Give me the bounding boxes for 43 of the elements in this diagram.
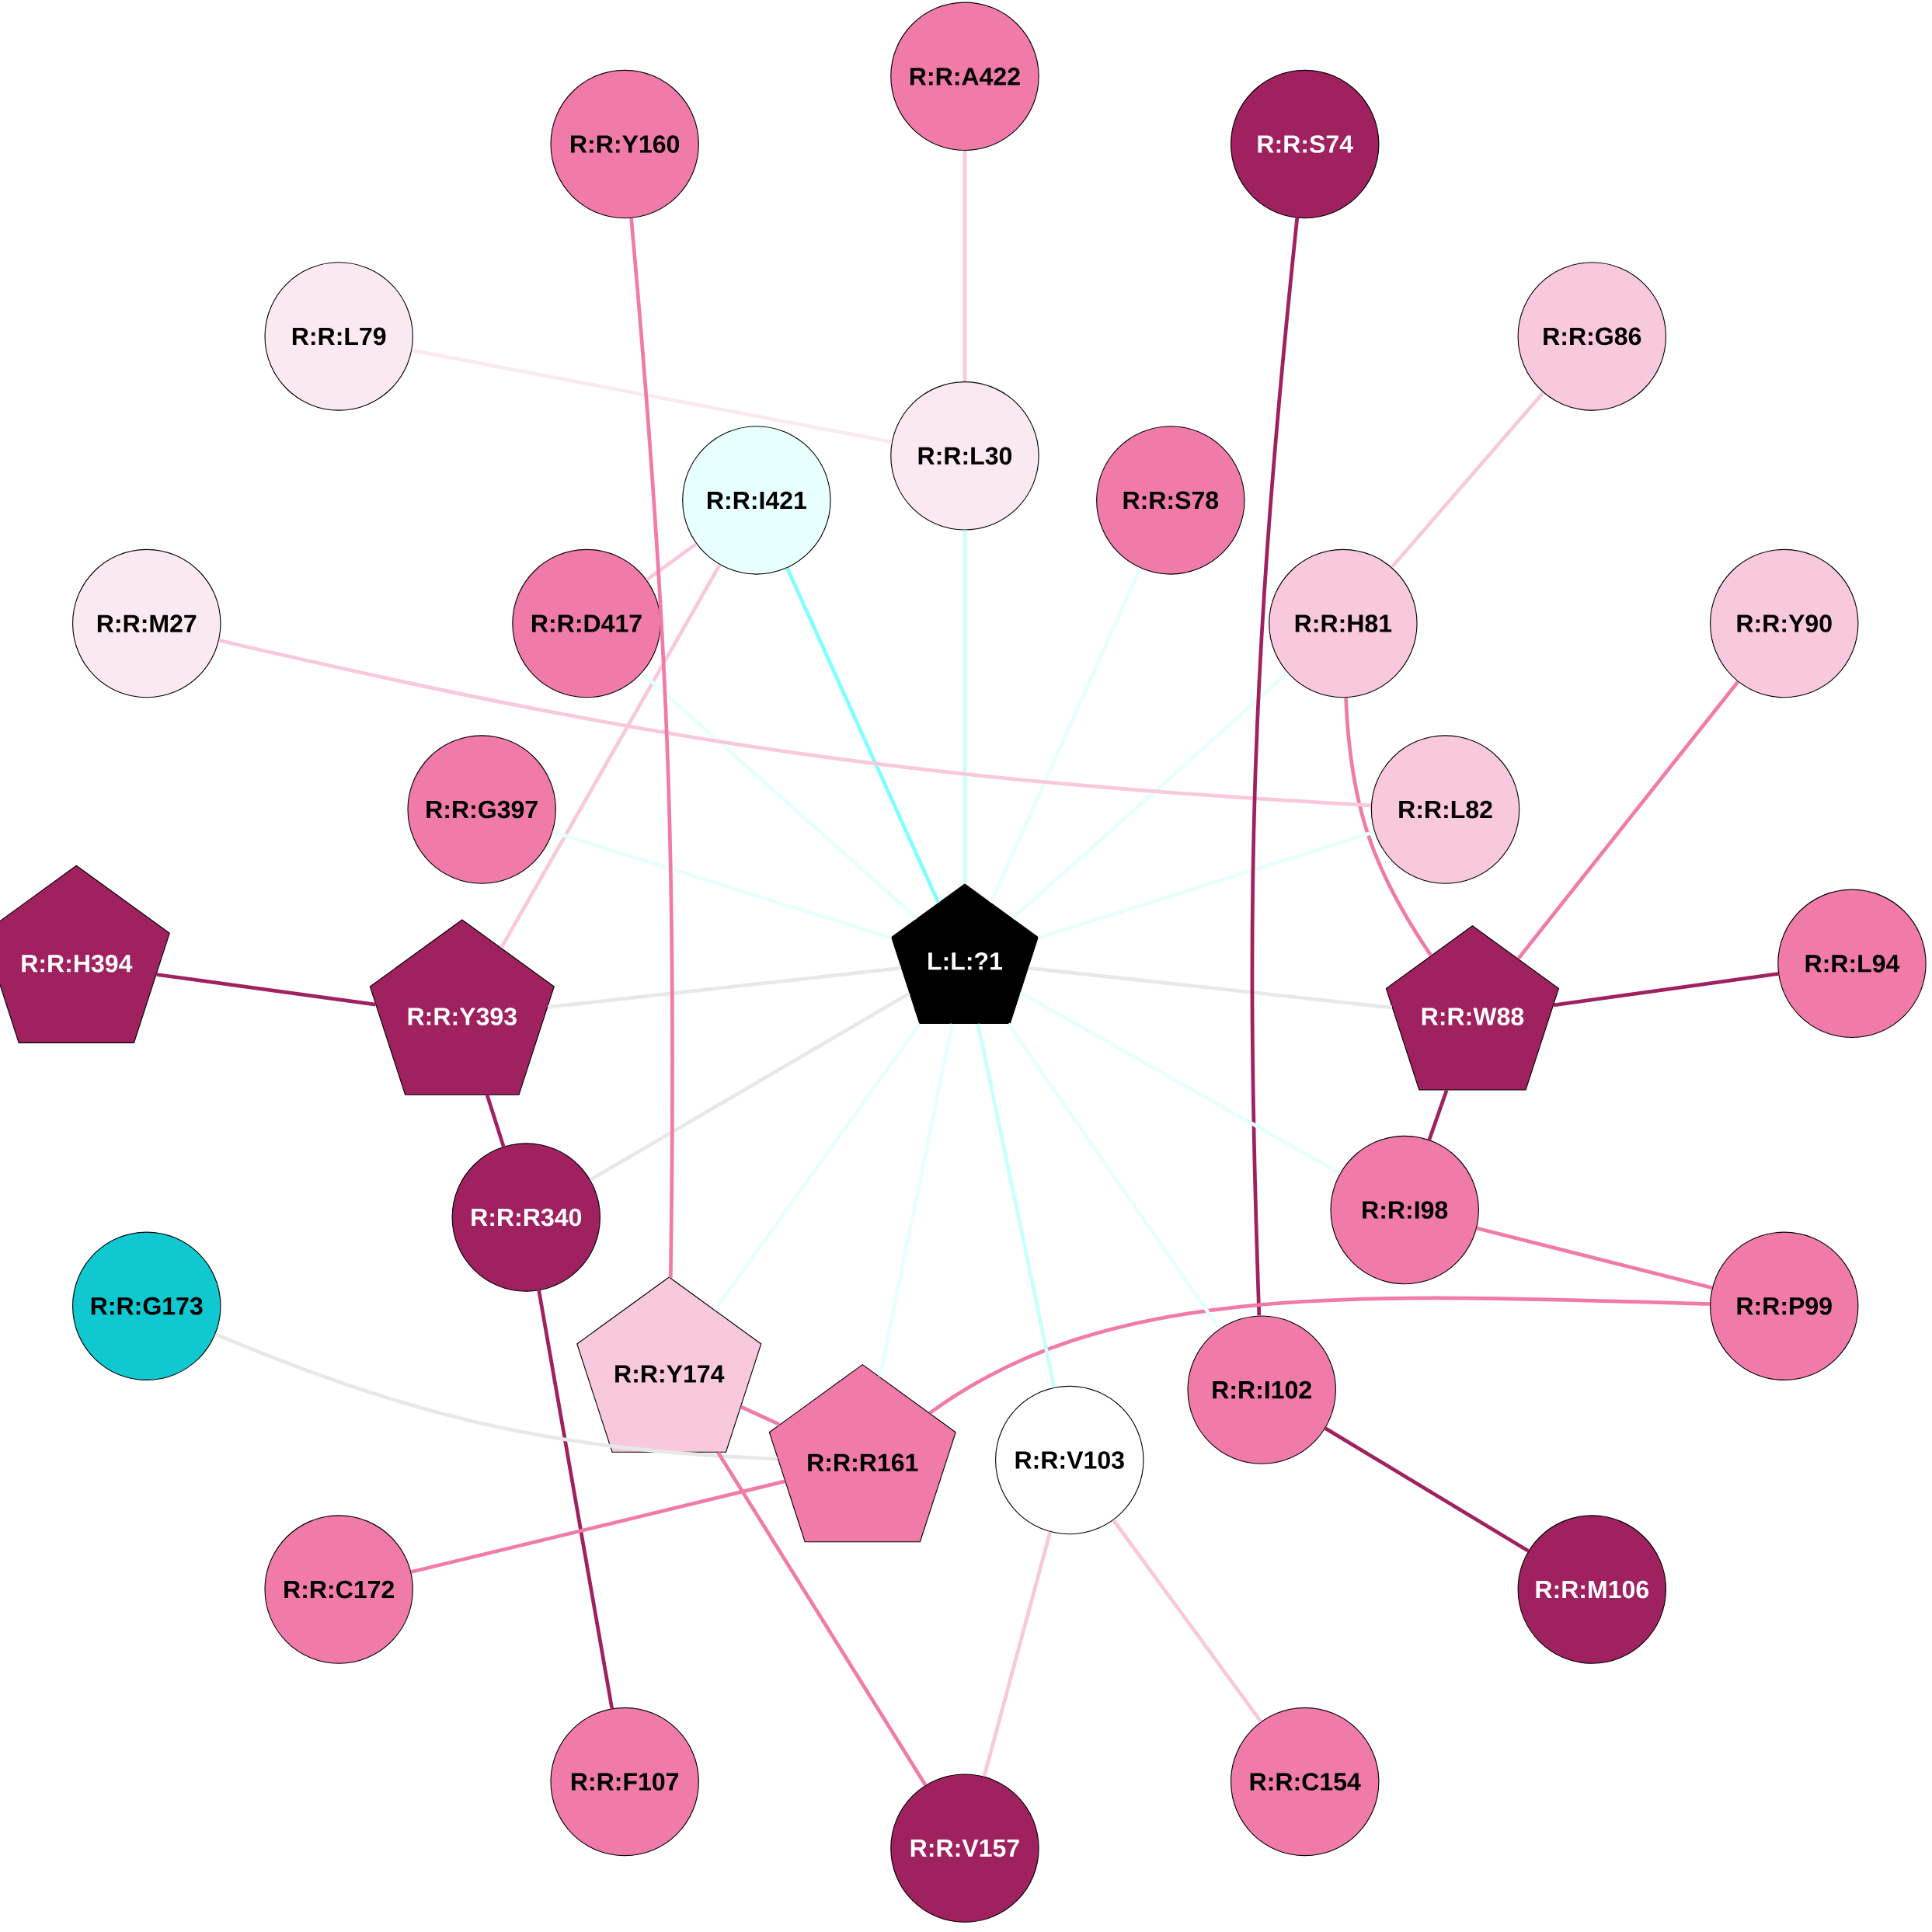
interaction-line xyxy=(963,151,967,382)
interaction-line xyxy=(963,530,967,884)
interaction-line xyxy=(485,1095,506,1147)
interaction-line xyxy=(989,567,1142,903)
interaction-line xyxy=(1019,990,1342,1175)
interaction-line xyxy=(1112,1519,1263,1723)
interaction-line xyxy=(500,563,722,949)
interaction-line xyxy=(218,639,1372,808)
interaction-line xyxy=(1427,1089,1449,1140)
interaction-line xyxy=(1344,698,1432,957)
interaction-line xyxy=(629,218,675,1278)
interaction-line xyxy=(928,1296,1711,1415)
interaction-line xyxy=(740,1405,781,1426)
residue-pentagon: R:R:Y393 xyxy=(369,919,555,1095)
interaction-line xyxy=(878,1023,954,1377)
interaction-line xyxy=(1011,671,1290,920)
interaction-line xyxy=(1037,830,1375,940)
residue-pentagon: R:R:Y174 xyxy=(576,1276,762,1453)
ligand-pentagon: L:L:?1 xyxy=(891,883,1039,1024)
interaction-line xyxy=(646,542,698,582)
interaction-line xyxy=(1250,218,1300,1316)
interaction-line xyxy=(1324,1426,1530,1553)
interaction-line xyxy=(156,973,376,1007)
interaction-line xyxy=(1028,966,1393,1010)
interaction-line xyxy=(411,348,893,444)
interaction-line xyxy=(1006,1022,1221,1330)
interaction-line xyxy=(716,1451,928,1787)
interaction-line xyxy=(1390,391,1545,569)
interaction-line xyxy=(713,1022,921,1311)
interaction-line xyxy=(1553,972,1779,1008)
interaction-line xyxy=(785,567,941,903)
interaction-line xyxy=(982,1531,1053,1777)
interaction-line xyxy=(1516,681,1740,960)
interaction-line xyxy=(214,1332,778,1461)
residue-pentagon: R:R:H394 xyxy=(0,865,170,1043)
interaction-line xyxy=(410,1479,785,1574)
interaction-line xyxy=(552,830,893,940)
interaction-line xyxy=(537,1290,614,1709)
interaction-line xyxy=(640,671,918,920)
interaction-line xyxy=(976,1023,1057,1388)
interaction-line xyxy=(589,991,910,1182)
interaction-line xyxy=(548,966,902,1009)
interaction-line xyxy=(1476,1226,1713,1290)
